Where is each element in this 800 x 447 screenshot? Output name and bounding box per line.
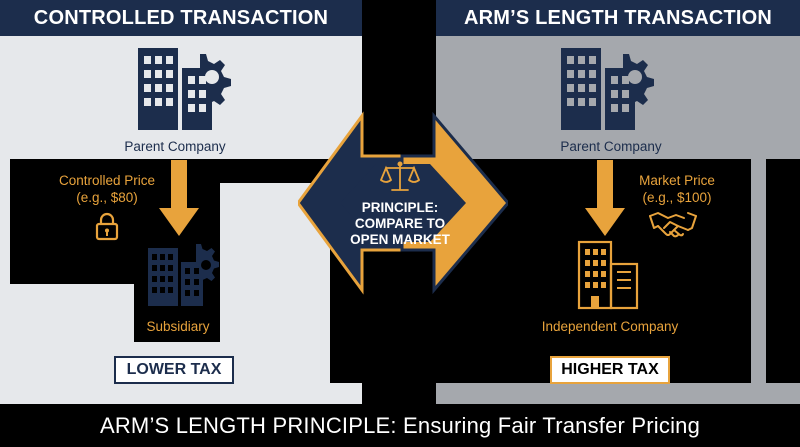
lower-tax-box: LOWER TAX bbox=[114, 356, 234, 384]
higher-tax-label: HIGHER TAX bbox=[561, 361, 659, 378]
footer-banner: ARM’S LENGTH PRINCIPLE: Ensuring Fair Tr… bbox=[0, 404, 800, 447]
right-parent-company-label: Parent Company bbox=[560, 139, 662, 154]
controlled-price-line2: (e.g., $80) bbox=[76, 190, 138, 205]
scales-icon bbox=[380, 161, 420, 191]
controlled-price-line1: Controlled Price bbox=[58, 173, 156, 188]
handshake-icon bbox=[649, 212, 697, 238]
independent-company-label: Independent Company bbox=[541, 319, 679, 334]
parent-company-building-gear-icon bbox=[138, 48, 231, 130]
market-price-line1: Market Price bbox=[639, 173, 715, 188]
higher-tax-box: HIGHER TAX bbox=[550, 356, 670, 384]
principle-line2: COMPARE TO bbox=[354, 216, 446, 231]
right-parent-company-building-gear-icon bbox=[561, 48, 654, 130]
arms-length-header: ARM’S LENGTH TRANSACTION bbox=[436, 0, 800, 36]
market-price-label: Market Price (e.g., $100) bbox=[622, 172, 732, 206]
controlled-transaction-header: CONTROLLED TRANSACTION bbox=[0, 0, 362, 36]
principle-line1: PRINCIPLE: bbox=[361, 200, 439, 215]
footer-title: ARM’S LENGTH PRINCIPLE: Ensuring Fair Tr… bbox=[99, 412, 701, 438]
controlled-transaction-title: CONTROLLED TRANSACTION bbox=[33, 6, 329, 29]
left-down-arrow bbox=[159, 160, 199, 236]
lock-icon bbox=[95, 212, 119, 241]
principle-line3: OPEN MARKET bbox=[350, 232, 450, 247]
right-down-arrow bbox=[585, 160, 625, 236]
principle-text: PRINCIPLE: COMPARE TO OPEN MARKET bbox=[340, 200, 460, 248]
right-black-edge bbox=[766, 159, 800, 383]
market-price-line2: (e.g., $100) bbox=[642, 190, 712, 205]
independent-company-building-icon bbox=[577, 240, 639, 310]
controlled-price-label: Controlled Price (e.g., $80) bbox=[42, 172, 172, 206]
center-double-arrow bbox=[298, 111, 508, 295]
arms-length-title: ARM’S LENGTH TRANSACTION bbox=[463, 6, 773, 29]
subsidiary-building-gear-icon bbox=[148, 244, 219, 306]
lower-tax-label: LOWER TAX bbox=[126, 361, 222, 378]
subsidiary-label: Subsidiary bbox=[146, 319, 210, 334]
left-parent-company-label: Parent Company bbox=[124, 139, 226, 154]
